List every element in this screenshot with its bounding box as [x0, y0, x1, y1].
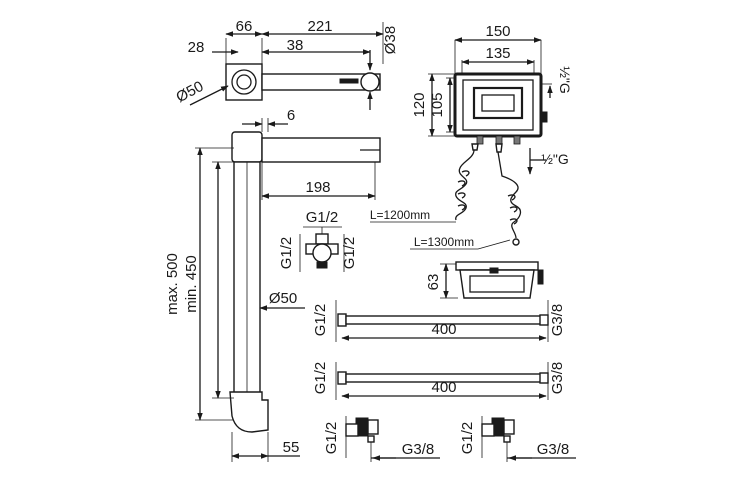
hose-1-length-label: 400	[431, 321, 456, 338]
valve-right-label: G1/2	[341, 237, 358, 270]
pipe-head	[231, 131, 263, 163]
dim-6-label: 6	[287, 107, 295, 124]
dim-28-label: 28	[188, 39, 205, 56]
sensor-cable-coil	[455, 149, 475, 221]
valve-left-label: G1/2	[278, 237, 295, 270]
mounting-circle	[231, 69, 257, 95]
dim-63-label: 63	[425, 274, 442, 291]
control-box-side: 63	[425, 261, 544, 299]
dim-pipe-max-label: max. 500	[164, 253, 181, 315]
cable-1300-label: L=1300mm	[414, 235, 474, 249]
spout-side-view: 6 198 max. 500 min. 450 Ø50 55	[164, 107, 381, 462]
dim-d38-label: Ø38	[382, 26, 399, 54]
dim-66-label: 66	[236, 18, 253, 35]
dim-d50-label: Ø50	[173, 78, 206, 106]
box-side-body	[459, 269, 535, 299]
hose-1-left-label: G1/2	[312, 304, 329, 337]
power-cable-coil	[497, 151, 522, 239]
sensor-eye	[360, 72, 380, 92]
spout-body-top	[261, 73, 381, 91]
valve-part: G1/2 G1/2 G1/2	[278, 209, 358, 272]
dim-38-label: 38	[287, 37, 304, 54]
dim-pipe-d50-label: Ø50	[269, 290, 297, 307]
hose-2: 400 G1/2 G3/8	[312, 362, 566, 400]
hose-1: 400 G1/2 G3/8	[312, 300, 566, 342]
control-box-front: 150 135 120 105 ½"G ½"G L=1200mm	[370, 23, 573, 250]
dim-221-label: 221	[307, 18, 332, 35]
fitting-2-right-label: G3/8	[537, 441, 570, 458]
hose-1-right-label: G3/8	[549, 304, 566, 337]
fitting-2: G1/2 G3/8	[459, 416, 576, 462]
fitting-1-right-label: G3/8	[402, 441, 435, 458]
fitting-1: G1/2 G3/8	[323, 416, 440, 462]
dim-55-label: 55	[283, 439, 300, 456]
pipe-elbow	[229, 391, 269, 433]
fitting-2-left-label: G1/2	[459, 422, 476, 455]
box-window	[472, 86, 524, 120]
dim-120-label: 120	[411, 92, 428, 117]
valve-body	[312, 243, 332, 263]
hose-2-left-label: G1/2	[312, 362, 329, 395]
cable-1200-label: L=1200mm	[370, 208, 430, 222]
fitting-1-left-label: G1/2	[323, 422, 340, 455]
dim-135-label: 135	[485, 45, 510, 62]
spout-top-view: 66 221 28 38 Ø38 Ø50	[173, 18, 399, 110]
box-side-g-label: ½"G	[541, 151, 569, 167]
dim-198-label: 198	[305, 179, 330, 196]
valve-top-label: G1/2	[306, 209, 339, 226]
box-top-g-label: ½"G	[557, 66, 573, 94]
dim-105-label: 105	[429, 92, 446, 117]
dim-150-label: 150	[485, 23, 510, 40]
dim-pipe-min-label: min. 450	[183, 255, 200, 313]
hose-2-right-label: G3/8	[549, 362, 566, 395]
hose-2-length-label: 400	[431, 379, 456, 396]
